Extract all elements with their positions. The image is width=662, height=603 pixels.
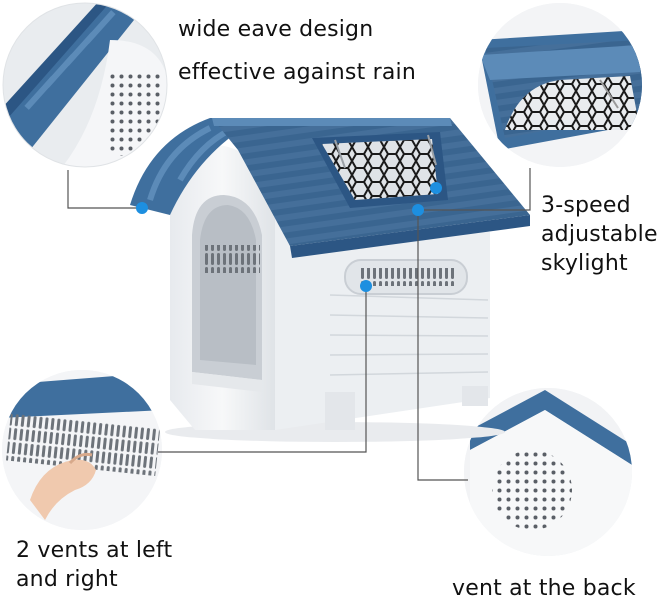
roof-marker-icon [412,204,424,216]
eave-caption-line-2: effective against rain [178,60,416,85]
doghouse [130,118,530,442]
vents-caption-line-1: 2 vents at left [16,538,173,563]
vent-holes-icon [108,72,164,156]
eave-detail-circle [2,2,168,168]
skylight-marker-icon [430,182,442,194]
back-vent-detail-circle [464,388,632,556]
back-vent-caption: vent at the back [452,576,636,601]
vents-caption-line-2: and right [16,567,118,592]
round-vent-icon [492,450,572,530]
vents-caption: 2 vents at left and right [16,536,172,594]
side-vent-marker-icon [360,280,372,292]
callout-lines [67,168,531,481]
side-vent-detail-circle [2,370,162,530]
skylight-caption-line-2: adjustable [541,222,658,247]
callout-markers [136,182,442,292]
eave-caption-line-1: wide eave design [178,17,374,42]
skylight-caption-line-1: 3-speed [541,193,631,218]
hand-icon [30,459,96,520]
skylight-detail-circle [478,3,642,167]
skylight-caption: 3-speed adjustable skylight [541,191,658,278]
eave-marker-icon [136,202,148,214]
skylight-caption-line-3: skylight [541,251,628,276]
